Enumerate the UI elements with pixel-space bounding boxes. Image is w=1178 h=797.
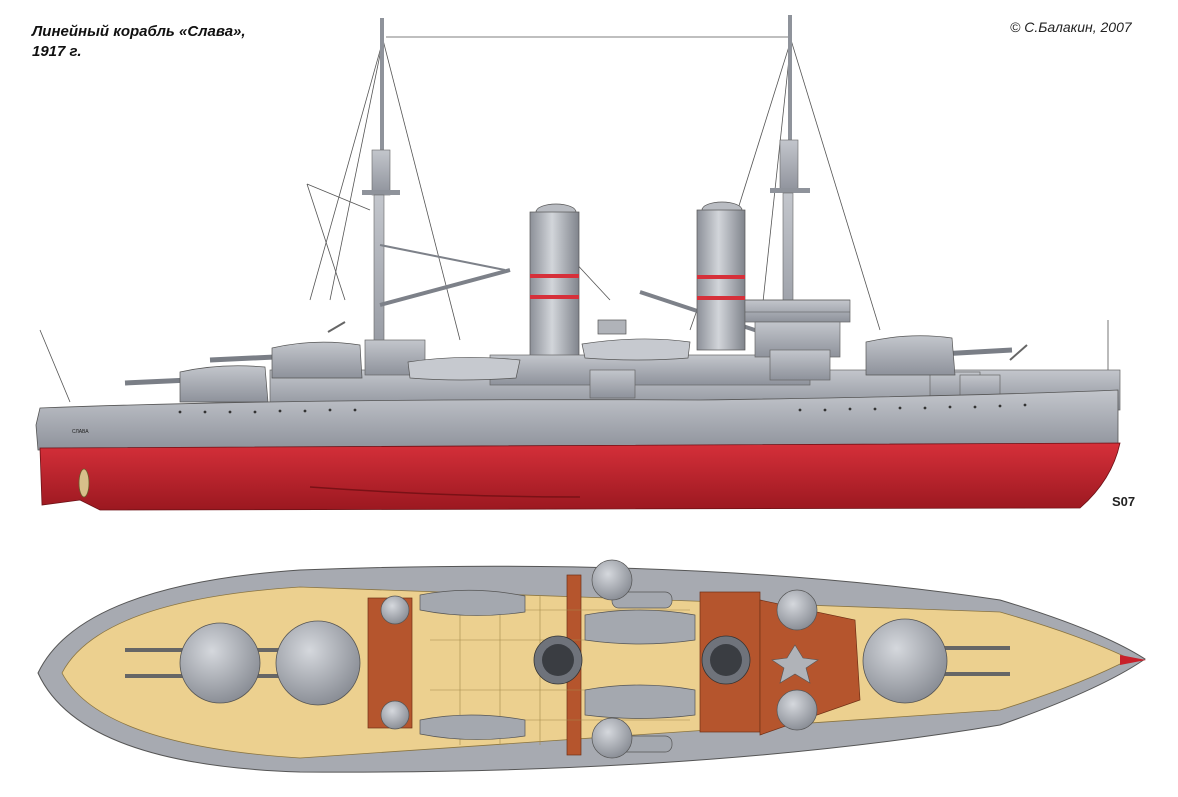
fore-funnel xyxy=(529,203,580,361)
aft-funnel xyxy=(696,201,746,351)
main-turret-fore-top xyxy=(125,620,361,706)
railings xyxy=(745,299,850,313)
author-monogram: S07 xyxy=(1112,494,1136,509)
drawing-title: Линейный корабль «Слава», 1917 г. xyxy=(32,22,246,62)
side-view: СЛАВА xyxy=(35,15,1121,511)
main-turret-fore-side xyxy=(124,321,363,403)
side-boats xyxy=(407,319,691,381)
hull-upper xyxy=(35,389,1119,451)
top-view xyxy=(37,559,1146,773)
copyright-note: © С.Балакин, 2007 xyxy=(1010,19,1132,35)
secondary-turrets-top xyxy=(380,559,818,759)
hull-underwater xyxy=(39,442,1121,511)
star-ornament-icon xyxy=(771,644,819,684)
bow-tip xyxy=(1120,655,1146,665)
bilge-keel xyxy=(309,486,581,498)
title-line-2: 1917 г. xyxy=(32,43,82,60)
deck-boats xyxy=(419,589,696,753)
main-turret-aft-top xyxy=(862,618,1010,704)
foremast xyxy=(362,18,511,381)
funnel-tops xyxy=(533,635,751,685)
title-line-1: Линейный корабль «Слава», xyxy=(32,23,246,40)
portholes xyxy=(178,403,1027,414)
main-turret-aft-side xyxy=(865,335,1028,376)
hull-name-label: СЛАВА xyxy=(72,429,89,435)
rigging xyxy=(39,36,1109,403)
propeller-icon xyxy=(78,468,90,498)
